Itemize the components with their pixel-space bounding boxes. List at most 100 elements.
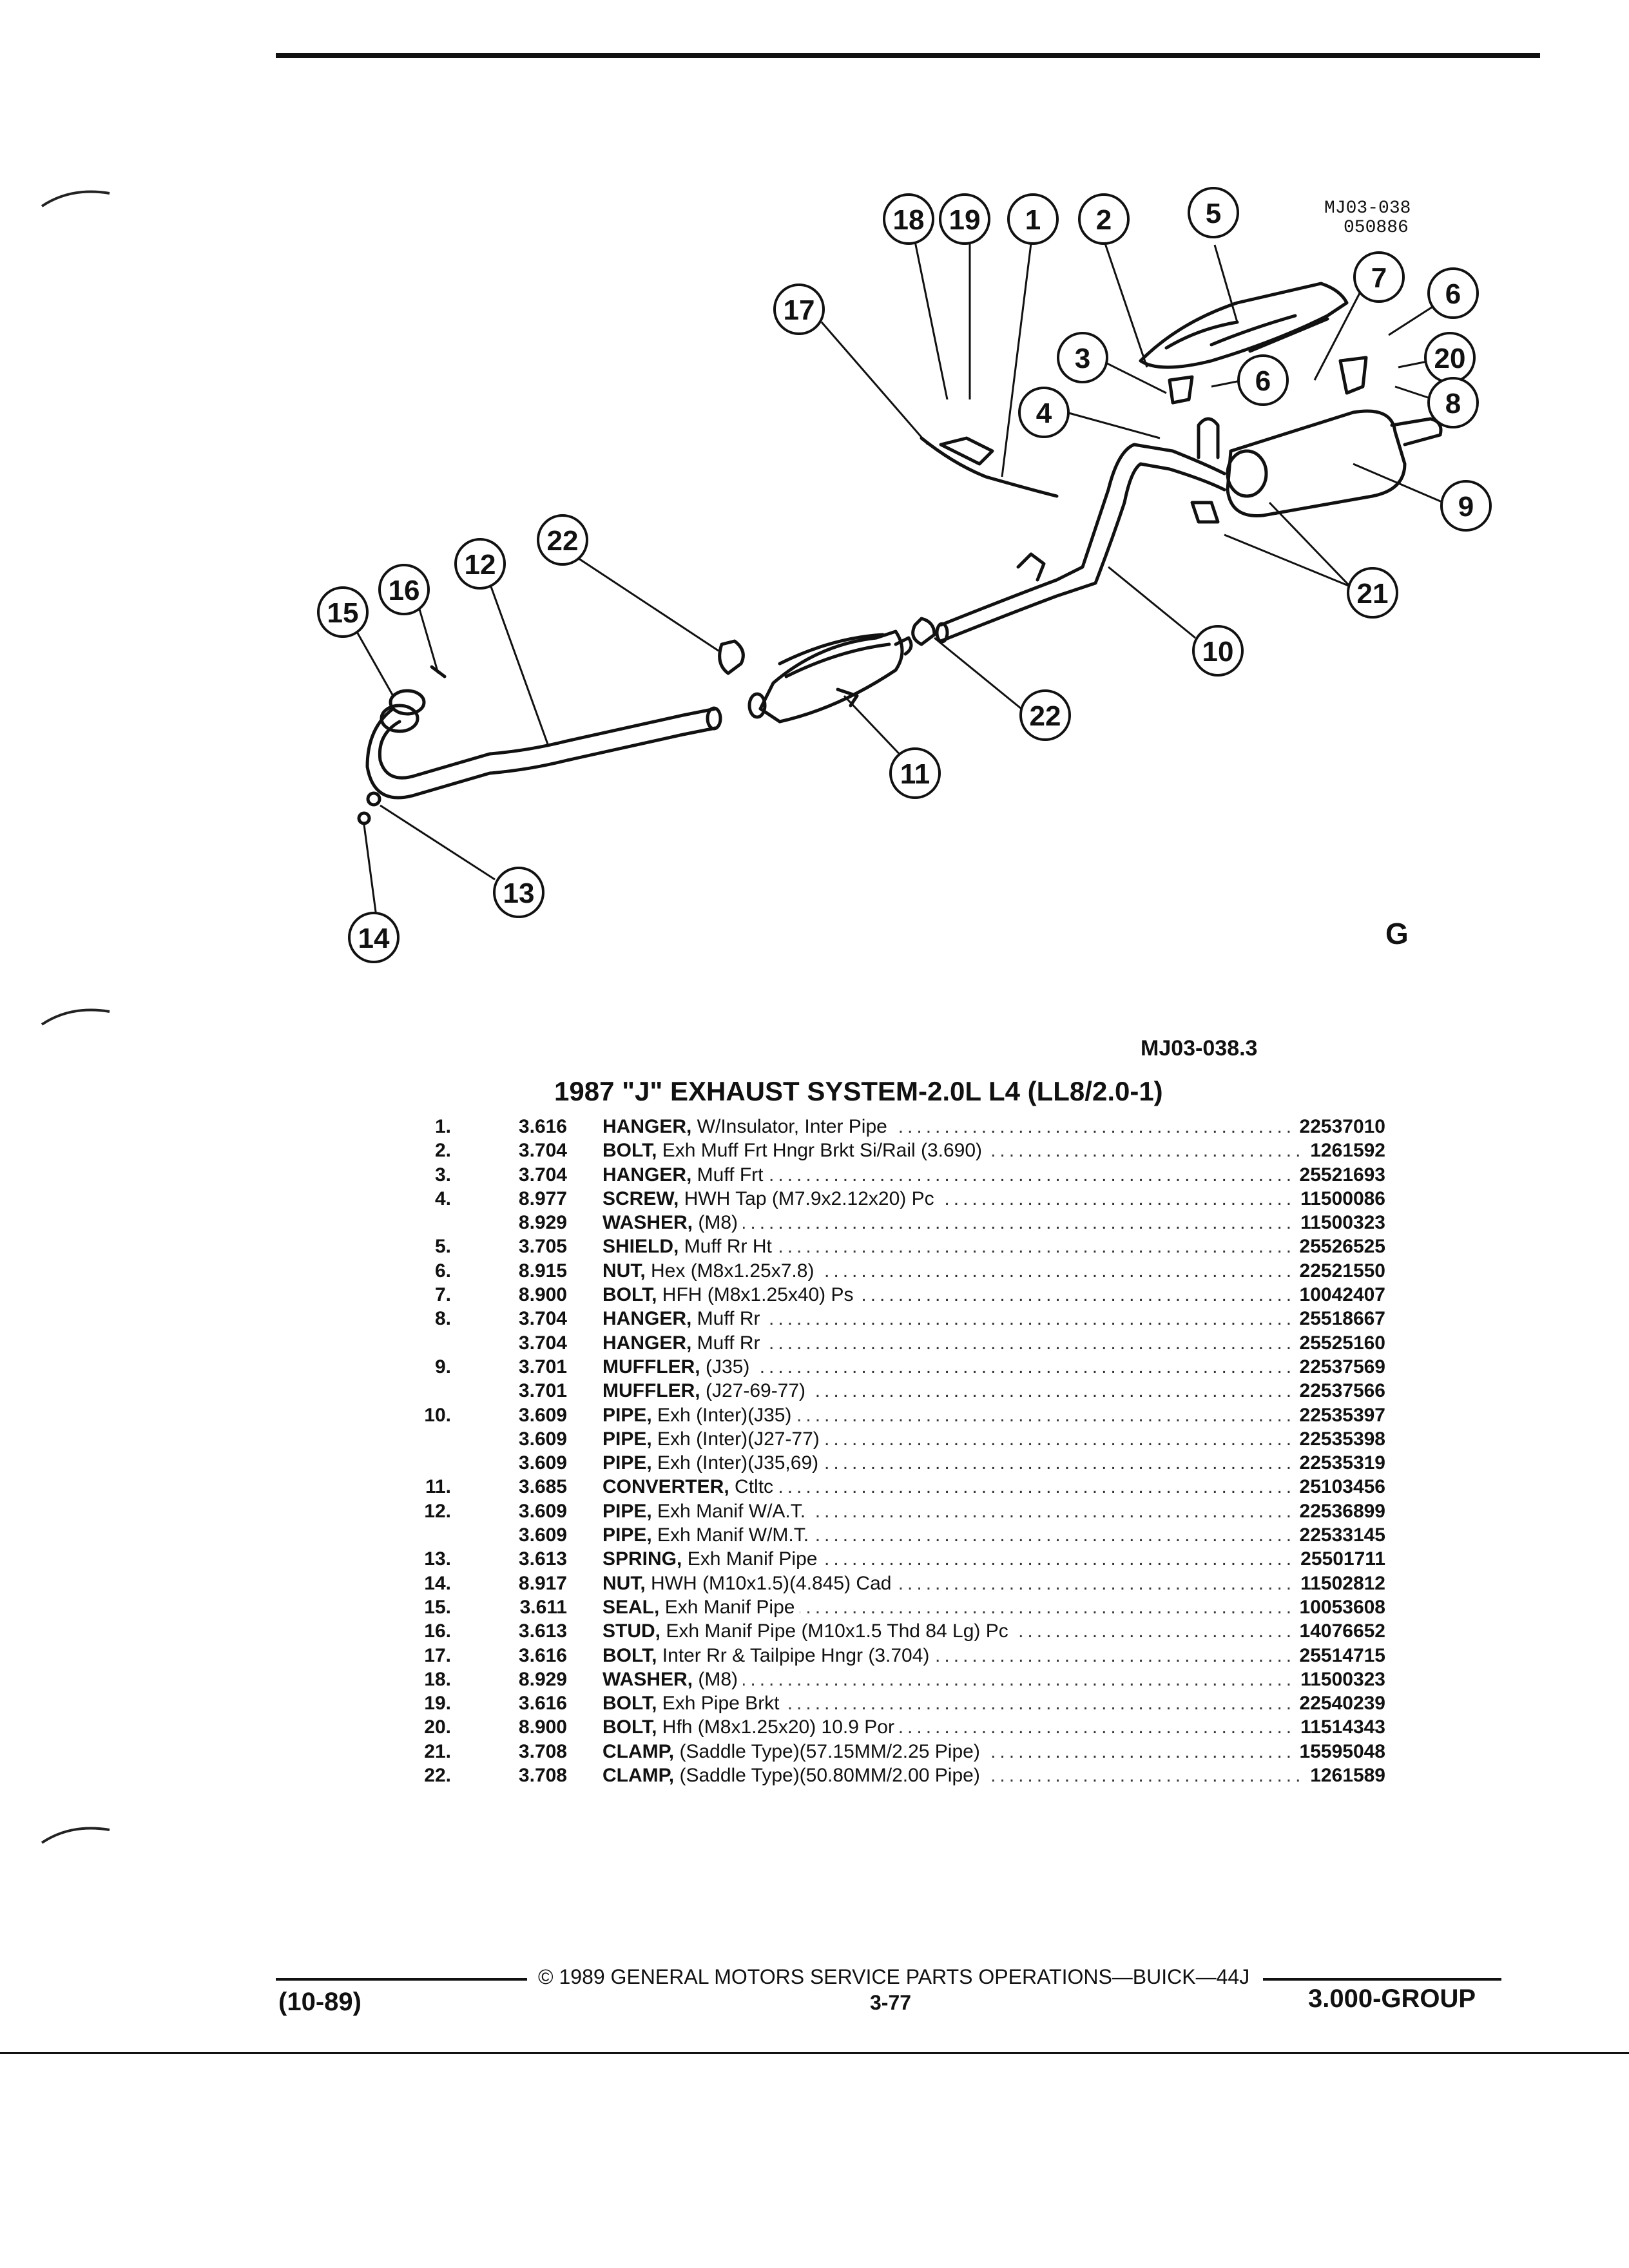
part-detail: Inter Rr & Tailpipe Hngr (3.704) xyxy=(657,1644,930,1666)
part-group-number: 8.900 xyxy=(518,1716,567,1738)
part-group-number: 3.616 xyxy=(518,1644,567,1666)
part-group-number: 3.705 xyxy=(518,1236,567,1258)
part-group-number: 3.704 xyxy=(518,1164,567,1186)
callout-22b: 22 xyxy=(1030,700,1061,732)
margin-mark-1 xyxy=(41,190,110,207)
part-group-number: 8.917 xyxy=(518,1572,567,1594)
footer-rule-right xyxy=(1263,1978,1501,1981)
part-group-number: 8.900 xyxy=(518,1284,567,1306)
part-row: 18.8.929................................… xyxy=(361,1667,1385,1691)
callout-7: 7 xyxy=(1371,262,1387,294)
part-name: HANGER, xyxy=(602,1308,692,1330)
part-detail: Exh Muff Frt Hngr Brkt Si/Rail (3.690) xyxy=(657,1140,983,1162)
part-detail: W/Insulator, Inter Pipe xyxy=(691,1116,887,1137)
part-group-number: 3.701 xyxy=(518,1380,567,1402)
part-group-number: 3.704 xyxy=(518,1140,567,1162)
margin-mark-3 xyxy=(41,1827,110,1844)
part-name: PIPE, xyxy=(602,1428,652,1450)
gm-logo: G xyxy=(1385,917,1409,950)
nut-14 xyxy=(357,811,371,825)
part-item-number: 4. xyxy=(434,1187,451,1209)
part-name: SHIELD, xyxy=(602,1236,679,1258)
part-group-number: 3.609 xyxy=(518,1428,567,1450)
part-number: 10042407 xyxy=(1294,1283,1385,1307)
part-item-number: 7. xyxy=(434,1284,451,1306)
part-detail: HFH (M8x1.25x40) Ps xyxy=(657,1284,854,1306)
part-group-number: 8.977 xyxy=(518,1187,567,1209)
part-group-number: 3.609 xyxy=(518,1500,567,1522)
part-name: CLAMP, xyxy=(602,1740,675,1762)
part-group-number: 3.708 xyxy=(518,1740,567,1762)
part-description: BOLT, Inter Rr & Tailpipe Hngr (3.704) xyxy=(602,1643,935,1667)
part-description: SPRING, Exh Manif Pipe xyxy=(602,1547,823,1571)
callout-5: 5 xyxy=(1206,198,1221,229)
part-group-number: 3.611 xyxy=(519,1596,567,1618)
part-description: BOLT, Exh Pipe Brkt xyxy=(602,1691,785,1716)
part-description: MUFFLER, (J35) xyxy=(602,1354,755,1379)
part-number: 25501711 xyxy=(1295,1547,1385,1571)
part-item-number: 8. xyxy=(434,1308,451,1330)
callout-13: 13 xyxy=(503,878,535,909)
part-name: SCREW, xyxy=(602,1187,679,1209)
part-name: BOLT, xyxy=(602,1644,657,1666)
part-group-number: 3.609 xyxy=(518,1452,567,1474)
part-name: CLAMP, xyxy=(602,1765,675,1787)
part-detail: Muff Rr Ht xyxy=(679,1236,772,1258)
part-number: 22536899 xyxy=(1294,1499,1385,1523)
part-name: HANGER, xyxy=(602,1116,692,1137)
part-name: HANGER, xyxy=(602,1332,692,1354)
part-item-number: 1. xyxy=(434,1116,451,1137)
part-item-number: 19. xyxy=(424,1693,451,1715)
callout-22a: 22 xyxy=(547,525,579,557)
part-row: 3.701...................................… xyxy=(361,1379,1385,1403)
part-number: 22535397 xyxy=(1294,1403,1385,1427)
part-name: MUFFLER, xyxy=(602,1380,700,1402)
part-detail: Exh Manif Pipe xyxy=(682,1548,818,1570)
part-name: BOLT, xyxy=(602,1140,657,1162)
manifold-seal xyxy=(380,704,419,733)
part-group-number: 3.613 xyxy=(518,1548,567,1570)
callout-6a: 6 xyxy=(1255,365,1271,397)
part-description: WASHER, (M8) xyxy=(602,1667,744,1691)
callout-14: 14 xyxy=(358,923,390,954)
part-detail: (J35) xyxy=(700,1356,750,1378)
part-detail: Exh Pipe Brkt xyxy=(657,1693,780,1715)
part-item-number: 18. xyxy=(424,1668,451,1690)
part-description: PIPE, Exh (Inter)(J27-77) xyxy=(602,1427,825,1451)
part-row: 19.3.616................................… xyxy=(361,1691,1385,1716)
part-number: 22537010 xyxy=(1294,1115,1385,1139)
part-row: 5.3.705.................................… xyxy=(361,1235,1385,1259)
footer-group: 3.000-GROUP xyxy=(1308,1984,1476,2013)
part-row: 8.3.704.................................… xyxy=(361,1307,1385,1331)
part-row: 11.3.685................................… xyxy=(361,1475,1385,1499)
part-description: SCREW, HWH Tap (M7.9x2.12x20) Pc xyxy=(602,1186,940,1211)
callout-19: 19 xyxy=(949,204,981,236)
callout-9: 9 xyxy=(1458,491,1474,523)
callout-11: 11 xyxy=(900,758,930,790)
callout-6b: 6 xyxy=(1445,278,1461,310)
part-detail: Muff Frt xyxy=(691,1164,764,1186)
part-row: 8.929...................................… xyxy=(361,1211,1385,1235)
part-number: 15595048 xyxy=(1294,1739,1385,1763)
part-description: SEAL, Exh Manif Pipe xyxy=(602,1595,800,1619)
callout-1: 1 xyxy=(1025,204,1041,236)
part-detail: Exh Manif W/M.T. xyxy=(651,1524,809,1546)
part-name: STUD, xyxy=(602,1620,660,1642)
part-item-number: 9. xyxy=(434,1356,451,1378)
part-item-number: 3. xyxy=(434,1164,451,1186)
part-item-number: 10. xyxy=(424,1404,451,1426)
part-detail: (Saddle Type)(50.80MM/2.00 Pipe) xyxy=(674,1765,980,1787)
part-detail: Ctltc xyxy=(729,1476,774,1498)
part-number: 10053608 xyxy=(1294,1595,1385,1619)
part-row: 13.3.613................................… xyxy=(361,1547,1385,1571)
part-row: 4.8.977.................................… xyxy=(361,1186,1385,1211)
part-item-number: 12. xyxy=(424,1500,451,1522)
part-group-number: 8.929 xyxy=(518,1212,567,1234)
part-number: 25526525 xyxy=(1294,1235,1385,1259)
part-group-number: 3.704 xyxy=(518,1308,567,1330)
part-group-number: 3.701 xyxy=(518,1356,567,1378)
part-row: 3.609...................................… xyxy=(361,1451,1385,1475)
spring-13 xyxy=(366,791,381,807)
part-description: BOLT, Exh Muff Frt Hngr Brkt Si/Rail (3.… xyxy=(602,1139,988,1163)
part-detail: Muff Rr xyxy=(691,1332,760,1354)
